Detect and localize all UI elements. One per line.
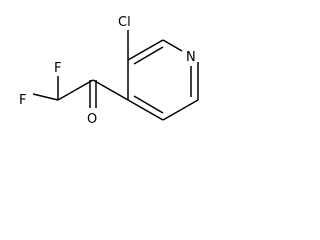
chemical-structure: Cl N F F O bbox=[19, 15, 199, 127]
bond-c6-c5 bbox=[162, 99, 199, 121]
atom-f-top-label: F bbox=[54, 61, 61, 76]
bond-c5-c4-inner bbox=[133, 95, 164, 114]
atom-n-label: N bbox=[186, 50, 196, 65]
bond-c5-c4 bbox=[127, 99, 164, 121]
bond-c3-c2-inner bbox=[133, 46, 164, 65]
bond-c4-carbonyl bbox=[92, 79, 129, 101]
bond-c3-c2 bbox=[127, 39, 164, 61]
bond-chf2-f-left bbox=[32, 93, 59, 101]
bond-c2-n bbox=[162, 39, 183, 52]
bond-carbonyl-chf2 bbox=[57, 79, 94, 101]
atom-cl-label: Cl bbox=[118, 15, 131, 30]
atom-o-label: O bbox=[87, 112, 97, 127]
atom-f-left-label: F bbox=[19, 93, 26, 108]
